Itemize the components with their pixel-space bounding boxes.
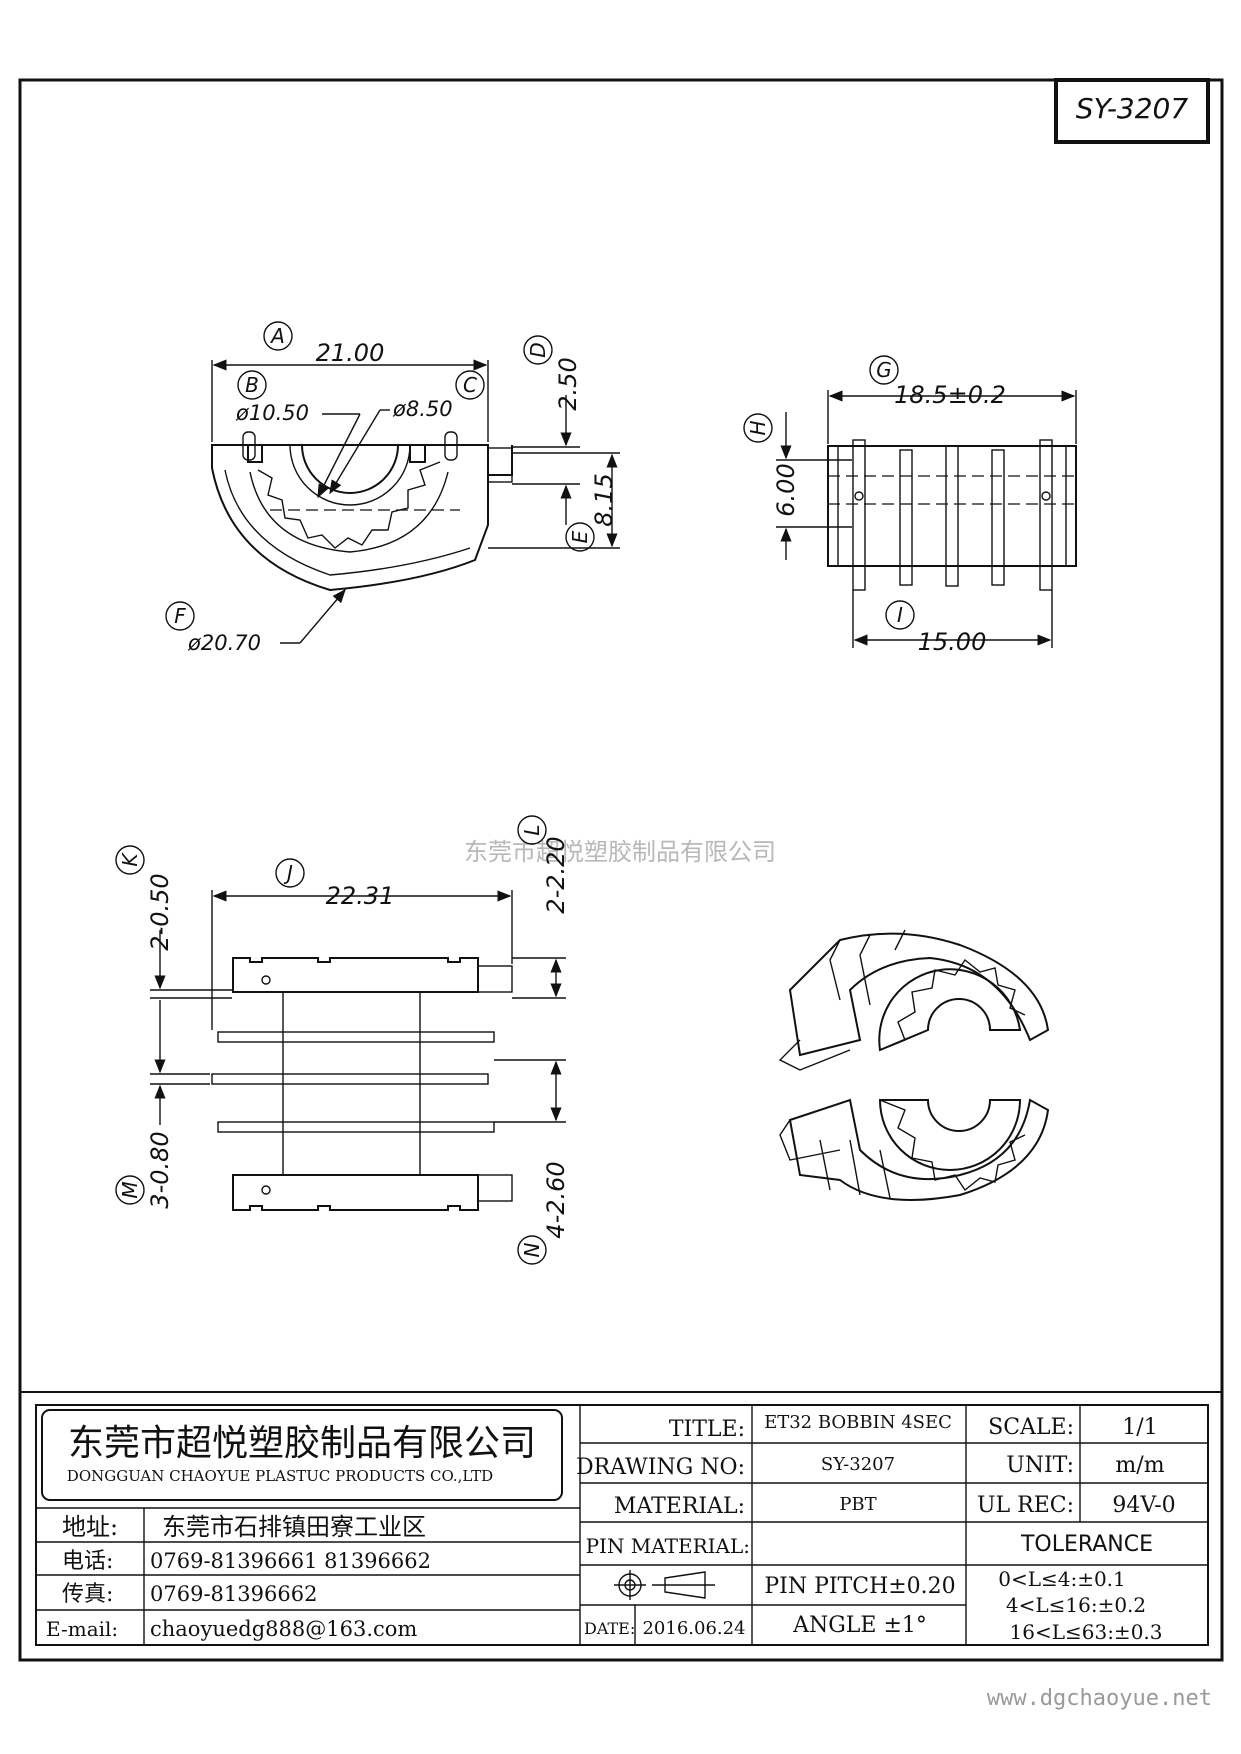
dim-n-value: 4-2.60: [542, 1161, 570, 1238]
label-g: G: [876, 358, 892, 382]
dim-i-value: 15.00: [918, 628, 987, 656]
label-d: D: [526, 342, 550, 357]
address-value: 东莞市石排镇田寮工业区: [162, 1513, 426, 1541]
label-a: A: [269, 324, 285, 348]
view-side: 18.5±0.2 G 6.00 H 15.00 I: [743, 355, 1077, 656]
label-e: E: [568, 530, 592, 543]
dim-c-value: ø8.50: [392, 397, 453, 421]
label-b: B: [245, 373, 259, 397]
tolerance-row-3: 16<L≤63:±0.3: [1010, 1620, 1163, 1644]
dim-l-value: 2-2.20: [542, 836, 570, 913]
pin-material-label: PIN MATERIAL:: [586, 1534, 750, 1558]
view-isometric: [778, 929, 1050, 1201]
company-name-en: DONGGUAN CHAOYUE PLASTUC PRODUCTS CO.,LT…: [67, 1467, 493, 1485]
dim-a-value: 21.00: [316, 339, 385, 367]
part-number: SY-3207: [1076, 92, 1189, 125]
tolerance-row-1: 0<L≤4:±0.1: [998, 1567, 1126, 1591]
tolerance-row-2: 4<L≤16:±0.2: [1006, 1593, 1146, 1617]
dim-g-value: 18.5±0.2: [894, 381, 1006, 409]
view-top: 21.00 A B ø10.50 C ø8.50 2.50 D 8.15 E F…: [165, 321, 620, 655]
projection-symbol-icon: [614, 1570, 715, 1600]
outer-frame: [18, 78, 1224, 1662]
view-front: 22.31 J 2-0.50 K 3-0.80 M 2-2.20 L 4-2.6…: [115, 815, 570, 1265]
dim-h-value: 6.00: [772, 463, 800, 516]
dim-k-value: 2-0.50: [146, 873, 174, 950]
ul-rec-value: 94V-0: [1112, 1493, 1175, 1518]
dim-d-value: 2.50: [554, 357, 582, 410]
tolerance-label: TOLERANCE: [1020, 1532, 1153, 1557]
label-k: K: [118, 852, 142, 867]
material-value: PBT: [839, 1494, 876, 1515]
dim-f-value: ø20.70: [187, 631, 261, 655]
phone-value: 0769-81396661 81396662: [150, 1549, 431, 1573]
company-name-cn: 东莞市超悦塑胶制品有限公司: [68, 1423, 536, 1464]
company-box: [41, 1409, 563, 1501]
fax-label: 传真:: [62, 1582, 113, 1607]
title-label: TITLE:: [669, 1417, 745, 1442]
dim-e-value: 8.15: [590, 473, 618, 526]
label-n: N: [520, 1242, 544, 1257]
dim-j-value: 22.31: [326, 882, 395, 910]
unit-label: UNIT:: [1006, 1453, 1074, 1478]
date-label: DATE:: [584, 1619, 635, 1638]
scale-value: 1/1: [1122, 1415, 1157, 1440]
label-m: M: [118, 1181, 142, 1198]
label-i: I: [897, 603, 903, 627]
label-f: F: [174, 604, 186, 628]
material-label: MATERIAL:: [614, 1494, 745, 1519]
label-j: J: [283, 861, 293, 885]
drawing-no-value: SY-3207: [821, 1454, 895, 1475]
part-number-box: SY-3207: [1054, 78, 1210, 144]
title-block: 东莞市超悦塑胶制品有限公司 DONGGUAN CHAOYUE PLASTUC P…: [20, 1391, 1222, 1646]
email-value: chaoyuedg888@163.com: [150, 1617, 417, 1641]
pin-pitch-text: PIN PITCH±0.20: [764, 1574, 955, 1599]
dim-b-value: ø10.50: [235, 401, 309, 425]
dim-m-value: 3-0.80: [146, 1131, 174, 1208]
drawing-no-label: DRAWING NO:: [576, 1455, 745, 1480]
title-value: ET32 BOBBIN 4SEC: [764, 1412, 952, 1433]
date-value: 2016.06.24: [642, 1618, 745, 1639]
label-l: L: [520, 824, 544, 835]
label-c: C: [463, 373, 477, 397]
ul-rec-label: UL REC:: [977, 1493, 1074, 1518]
scale-label: SCALE:: [988, 1415, 1074, 1440]
fax-value: 0769-81396662: [150, 1582, 317, 1606]
unit-value: m/m: [1115, 1453, 1164, 1478]
phone-label: 电话:: [62, 1549, 113, 1574]
email-label: E-mail:: [46, 1617, 118, 1641]
address-label: 地址:: [62, 1513, 118, 1541]
footer-url: www.dgchaoyue.net: [987, 1686, 1212, 1711]
angle-text: ANGLE ±1°: [792, 1613, 927, 1638]
label-h: H: [746, 420, 770, 435]
watermark-text: 东莞市超悦塑胶制品有限公司: [464, 838, 776, 866]
